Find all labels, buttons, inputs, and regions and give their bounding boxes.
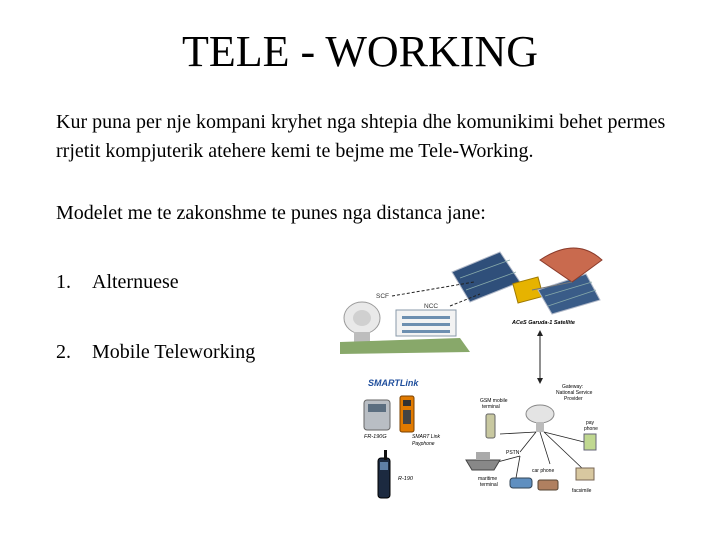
list-label: Mobile Teleworking bbox=[92, 341, 256, 363]
gsm-label-1: GSM mobile bbox=[480, 398, 508, 404]
ground-station-icon bbox=[340, 301, 470, 354]
gsm-label-2: terminal bbox=[482, 404, 500, 410]
maritime-label-1: maritime bbox=[478, 476, 497, 482]
scf-label: SCF bbox=[376, 293, 389, 300]
gateway-label-3: Provider bbox=[564, 396, 583, 402]
gateway-label-2: National Service bbox=[556, 390, 593, 396]
desk-phone-icon bbox=[509, 477, 533, 489]
gsm-terminal-icon bbox=[485, 413, 496, 439]
satellite-icon bbox=[451, 247, 603, 315]
pstn-label: PSTN bbox=[506, 450, 520, 456]
gateway-label-1: Gateway: bbox=[562, 384, 583, 390]
svg-text:SMARTLink: SMARTLink bbox=[368, 378, 419, 388]
smartlink-payphone-label-1: SMART Link bbox=[412, 434, 440, 440]
maritime-label-2: terminal bbox=[480, 482, 498, 488]
payphone-label-1: pay bbox=[586, 420, 595, 426]
slide-title: TELE - WORKING bbox=[182, 27, 538, 76]
carphone-label: car phone bbox=[532, 468, 554, 474]
maritime-ship-icon bbox=[465, 452, 501, 471]
payphone-label-2: phone bbox=[584, 426, 598, 432]
payphone-right-icon bbox=[583, 433, 597, 451]
smartlink-logo: SMARTLink bbox=[368, 378, 419, 388]
facsimile-icon bbox=[575, 467, 595, 481]
list-item-mobile-teleworking: 2. Mobile Teleworking bbox=[56, 338, 255, 367]
payphone-icon bbox=[399, 395, 415, 433]
list-label: Alternuese bbox=[92, 271, 179, 293]
models-paragraph: Modelet me te zakonshme te punes nga dis… bbox=[56, 202, 486, 224]
satellite-label: ACeS Garuda-1 Satellite bbox=[511, 320, 575, 326]
r190-label: R-190 bbox=[398, 476, 414, 482]
fr190g-label: FR-190G bbox=[364, 434, 387, 440]
car-phone-icon bbox=[537, 479, 559, 491]
network-diagram: ACeS Garuda-1 Satellite SCF NCC SMARTLin… bbox=[340, 247, 603, 499]
gateway-dish-icon bbox=[525, 404, 555, 432]
ncc-label: NCC bbox=[424, 303, 438, 310]
intro-paragraph: Kur puna per nje kompani kryhet nga shte… bbox=[56, 111, 666, 162]
smartlink-payphone-label-2: Payphone bbox=[412, 441, 435, 447]
fr190g-phone-icon bbox=[363, 399, 391, 431]
list-number: 2. bbox=[56, 341, 71, 363]
list-number: 1. bbox=[56, 271, 71, 293]
r190-phone-icon bbox=[377, 450, 391, 499]
list-item-alternuese: 1. Alternuese bbox=[56, 268, 179, 297]
facsimile-label: facsimile bbox=[572, 488, 592, 494]
